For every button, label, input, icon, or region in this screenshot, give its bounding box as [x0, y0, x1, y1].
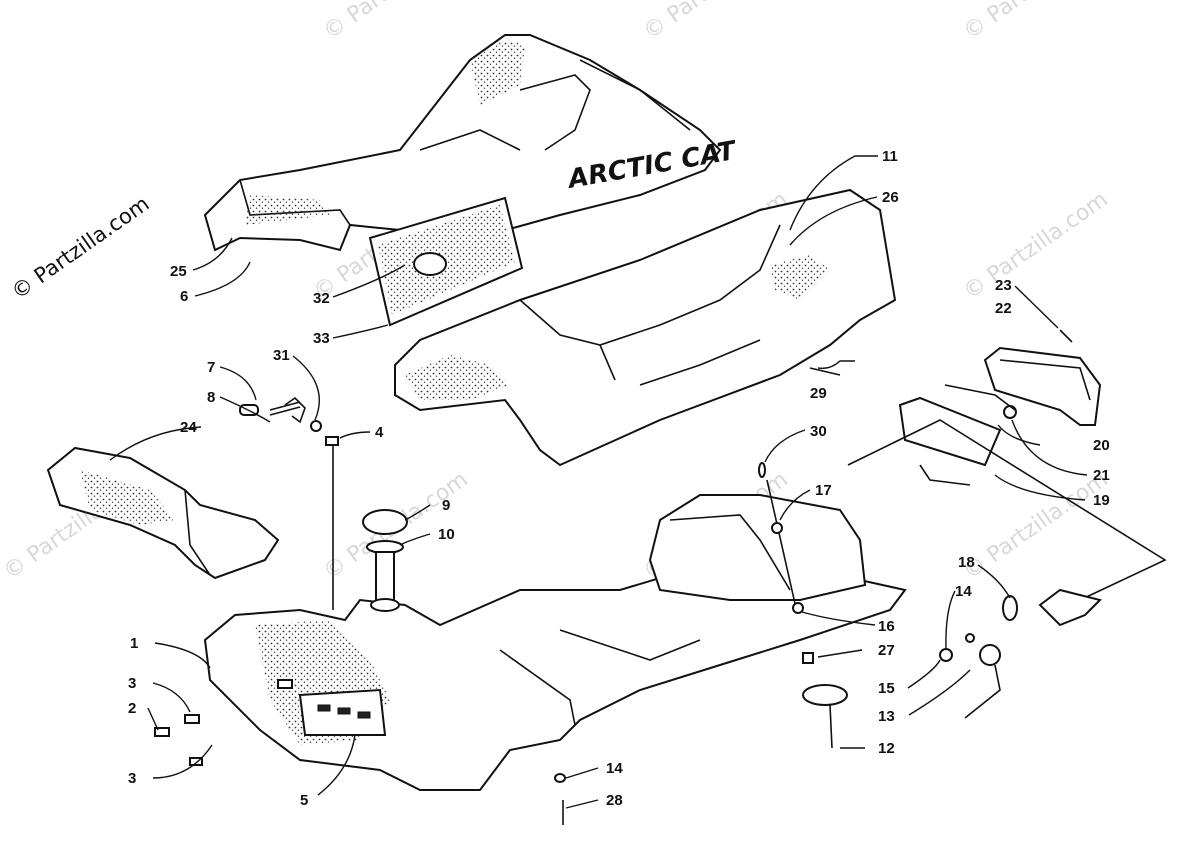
callout-8: 8	[207, 389, 215, 406]
callout-25: 25	[170, 263, 187, 280]
seat-flap	[368, 196, 524, 327]
callout-24: 24	[180, 419, 197, 436]
watermark: © Partzilla.com	[959, 187, 1112, 305]
callout-33: 33	[313, 330, 330, 347]
watermark: © Partzilla.com	[319, 0, 472, 45]
callout-5: 5	[300, 792, 308, 809]
callout-6: 6	[180, 288, 188, 305]
copyright-label: © Partzilla.com	[7, 191, 154, 304]
callout-4: 4	[375, 424, 384, 441]
taillight-assembly	[847, 346, 1167, 601]
callout-9: 9	[442, 497, 450, 514]
callout-31: 31	[273, 347, 290, 364]
fuel-filler	[362, 509, 408, 612]
callout-17: 17	[815, 482, 832, 499]
callout-1: 1	[130, 635, 138, 652]
callout-21: 21	[1093, 467, 1110, 484]
callout-7: 7	[207, 359, 215, 376]
callout-13: 13	[878, 708, 895, 725]
callout-27: 27	[878, 642, 895, 659]
callout-12: 12	[878, 740, 895, 757]
seat-base-tank	[203, 494, 907, 791]
callout-28: 28	[606, 792, 623, 809]
bracket-hardware	[802, 588, 1102, 749]
callout-16: 16	[878, 618, 895, 635]
callout-2: 2	[128, 700, 136, 717]
watermark: © Partzilla.com	[639, 0, 792, 45]
callout-20: 20	[1093, 437, 1110, 454]
callout-29: 29	[810, 385, 827, 402]
callout-3: 3	[128, 675, 136, 692]
windshield	[46, 446, 280, 580]
leader-lines	[109, 155, 1088, 809]
small-hardware	[154, 329, 1073, 825]
callout-18: 18	[958, 554, 975, 571]
callout-14: 14	[606, 760, 623, 777]
callout-26: 26	[882, 189, 899, 206]
callout-11: 11	[882, 148, 898, 165]
callout-14: 14	[955, 583, 972, 600]
upper-seat: ARCTIC CAT	[203, 34, 740, 252]
callout-30: 30	[810, 423, 827, 440]
callout-22: 22	[995, 300, 1012, 317]
lower-seat	[394, 188, 897, 467]
callout-10: 10	[438, 526, 455, 543]
callout-23: 23	[995, 277, 1012, 294]
callout-3: 3	[128, 770, 136, 787]
callout-32: 32	[313, 290, 330, 307]
callout-19: 19	[1093, 492, 1110, 509]
watermark: © Partzilla.com	[959, 0, 1112, 45]
callout-15: 15	[878, 680, 895, 697]
callout-labels: 1 2 3 3 4 5 6 7 8 9 10 11 12 13 14 14 15…	[128, 148, 1110, 809]
